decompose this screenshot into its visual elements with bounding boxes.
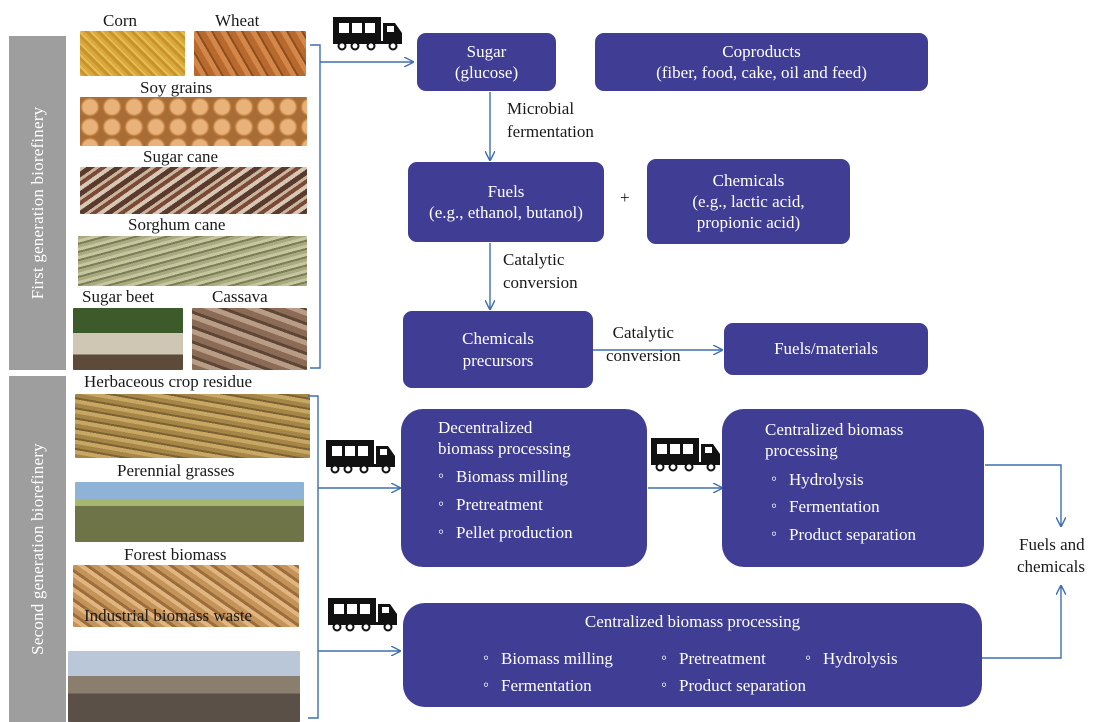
centralized-title-2: processing [765, 441, 838, 461]
corn-photo [80, 31, 185, 76]
fuels-box: Fuels (e.g., ethanol, butanol) [408, 162, 604, 242]
second-generation-band: Second generation biorefinery [9, 376, 66, 722]
sugar-beet-label: Sugar beet [82, 287, 155, 306]
catalytic1-line-2: conversion [503, 272, 578, 292]
sorghum-label: Sorghum cane [128, 215, 226, 234]
forest-label: Forest biomass [124, 545, 227, 564]
chemicals-box: Chemicals (e.g., lactic acid, propionic … [647, 159, 850, 244]
list-item: Biomass milling [483, 644, 613, 672]
decentralized-list: Biomass milling Pretreatment Pellet prod… [438, 461, 647, 547]
sugar-title: Sugar [466, 41, 507, 61]
centralized-processing-box: Centralized biomass processing Hydrolysi… [722, 409, 984, 567]
microbial-line-1: Microbial [507, 99, 575, 118]
catalytic2-line-1: Catalytic [612, 323, 674, 342]
truck-icon [333, 17, 402, 51]
cassava-label: Cassava [212, 287, 268, 306]
catalytic-conversion-label-2: Catalytic conversion [606, 322, 681, 368]
perennial-label: Perennial grasses [117, 461, 235, 480]
chemicals-line-2: (e.g., lactic acid, [692, 191, 805, 211]
chemicals-precursors-box: Chemicals precursors [403, 311, 593, 388]
centralized-list: Hydrolysis Fermentation Product separati… [771, 465, 984, 549]
sugar-cane-photo [80, 167, 307, 214]
decentralized-box: Decentralized biomass processing Biomass… [401, 409, 647, 567]
chemicals-line-3: propionic acid) [696, 213, 801, 233]
sorghum-photo [78, 236, 307, 286]
list-item: Pretreatment [661, 644, 806, 672]
first-generation-band: First generation biorefinery [9, 36, 66, 370]
fuels-and-chemicals-label: Fuels and chemicals [1017, 534, 1085, 578]
soy-photo [80, 97, 307, 146]
coproducts-subtitle: (fiber, food, cake, oil and feed) [656, 63, 867, 82]
catalytic1-line-1: Catalytic [503, 250, 565, 269]
industrial-photo [68, 651, 300, 722]
catalytic-conversion-label-1: Catalytic conversion [503, 249, 578, 295]
soy-label: Soy grains [140, 78, 213, 97]
precursors-line-2: precursors [462, 350, 534, 370]
fuels-title: Fuels [487, 181, 525, 201]
list-item: Product separation [771, 520, 984, 549]
catalytic2-line-2: conversion [606, 345, 681, 365]
precursors-line-1: Chemicals [462, 329, 534, 349]
coproducts-title: Coproducts [722, 41, 801, 61]
list-item: Biomass milling [438, 461, 647, 491]
plus-sign: + [620, 188, 630, 207]
centralized-title-1: Centralized biomass [765, 420, 904, 439]
chemicals-title: Chemicals [712, 170, 785, 190]
microbial-line-2: fermentation [507, 121, 594, 141]
centralized-b-title: Centralized biomass processing [584, 612, 801, 631]
output-line-1: Fuels and [1019, 535, 1085, 554]
centralized-b-list-col2: Pretreatment Product separation [661, 644, 806, 699]
list-item: Fermentation [771, 492, 984, 521]
herbaceous-photo [75, 394, 310, 458]
centralized-processing-box-2: Centralized biomass processing Biomass m… [403, 603, 982, 707]
decentralized-title-2: biomass processing [438, 439, 571, 459]
herbaceous-label: Herbaceous crop residue [84, 372, 253, 391]
centralized-b-list-col1: Biomass milling Fermentation [483, 644, 613, 699]
list-item: Fermentation [483, 671, 613, 699]
wheat-label: Wheat [215, 11, 260, 30]
list-item: Hydrolysis [771, 465, 984, 494]
decentralized-title-1: Decentralized [438, 418, 533, 437]
perennial-photo [75, 482, 304, 542]
truck-icon [328, 598, 397, 632]
sugar-cane-label: Sugar cane [143, 147, 219, 166]
fuels-subtitle: (e.g., ethanol, butanol) [429, 203, 583, 222]
list-item: Pellet production [438, 518, 647, 547]
list-item: Pretreatment [438, 490, 647, 519]
wheat-photo [194, 31, 306, 76]
truck-icon [326, 440, 395, 474]
sugar-subtitle: (glucose) [454, 63, 519, 82]
list-item: Product separation [661, 671, 806, 699]
list-item: Hydrolysis [805, 644, 898, 672]
cassava-photo [192, 308, 307, 370]
output-line-2: chemicals [1017, 557, 1085, 577]
centralized-b-list-col3: Hydrolysis [805, 644, 898, 672]
corn-label: Corn [103, 11, 137, 30]
truck-icon [651, 438, 720, 472]
fuels-materials-label: Fuels/materials [774, 339, 878, 359]
coproducts-box: Coproducts (fiber, food, cake, oil and f… [595, 33, 928, 91]
sugar-box: Sugar (glucose) [417, 33, 556, 91]
fuels-materials-box: Fuels/materials [724, 323, 928, 375]
forest-photo [73, 565, 299, 627]
sugar-beet-photo [73, 308, 183, 370]
microbial-fermentation-label: Microbial fermentation [507, 98, 594, 144]
industrial-label: Industrial biomass waste [84, 606, 253, 625]
